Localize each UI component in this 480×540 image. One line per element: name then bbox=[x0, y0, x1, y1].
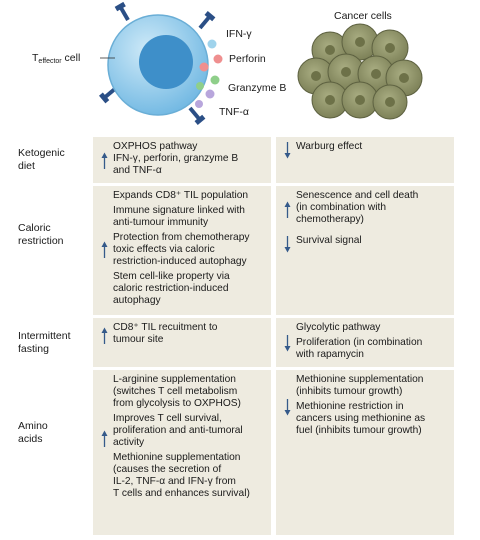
granzyme-b-label: Granzyme B bbox=[228, 82, 287, 94]
illustration-svg bbox=[98, 1, 423, 126]
down-arrow-icon bbox=[284, 335, 291, 352]
up-arrow-icon bbox=[101, 241, 108, 258]
row-label: Intermittent fasting bbox=[18, 330, 71, 355]
granzyme-dot bbox=[210, 75, 220, 85]
right-effect-text: Senescence and cell death (in combinatio… bbox=[296, 190, 419, 225]
tnf-alpha-dot-2 bbox=[195, 100, 203, 108]
up-arrow-icon bbox=[101, 327, 108, 344]
perforin-label: Perforin bbox=[229, 53, 266, 65]
t-cell-label: Teffector cell bbox=[32, 52, 81, 65]
left-effect-text: Methionine supplementation (causes the s… bbox=[113, 452, 250, 499]
row-label: Caloric restriction bbox=[18, 222, 64, 247]
cancer-cell-nuclei bbox=[311, 37, 409, 107]
left-effect-text: Improves T cell survival, proliferation … bbox=[113, 413, 243, 448]
right-effect-text: Glycolytic pathway bbox=[296, 322, 381, 333]
up-arrow-icon bbox=[101, 152, 108, 169]
left-effect-text: Expands CD8⁺ TIL population bbox=[113, 190, 249, 201]
t-cell-effects-panel bbox=[93, 137, 271, 183]
cancer-effects-panel bbox=[276, 137, 454, 183]
ifn-gamma-label: IFN-γ bbox=[226, 28, 252, 40]
left-effect-text: L-arginine supplementation (switches T c… bbox=[113, 374, 241, 409]
cancer-effects-panel bbox=[276, 186, 454, 315]
down-arrow-icon bbox=[284, 142, 291, 159]
left-effect-text: Immune signature linked with anti-tumour… bbox=[113, 205, 245, 228]
left-effect-text: CD8⁺ TIL recuitment to tumour site bbox=[113, 322, 218, 345]
tnf-alpha-dot bbox=[205, 89, 215, 99]
right-effect-text: Methionine restriction in cancers using … bbox=[296, 401, 426, 436]
right-effect-text: Proliferation (in combination with rapam… bbox=[296, 337, 423, 360]
ifn-gamma-dot bbox=[207, 39, 217, 49]
t-cell-effects-panel bbox=[93, 186, 271, 315]
left-effect-text: OXPHOS pathway IFN-γ, perforin, granzyme… bbox=[113, 141, 239, 176]
t-cell-effects-panel bbox=[93, 318, 271, 367]
t-cell-effects-panel bbox=[93, 370, 271, 535]
right-effect-text: Methionine supplementation (inhibits tum… bbox=[296, 374, 424, 397]
perforin-dot-1 bbox=[213, 54, 223, 64]
tnf-alpha-label: TNF-α bbox=[219, 106, 249, 118]
right-effect-text: Survival signal bbox=[296, 235, 362, 246]
down-arrow-icon bbox=[284, 399, 291, 416]
t-cell-nucleus bbox=[139, 35, 193, 89]
green-dot-2 bbox=[196, 82, 204, 90]
up-arrow-icon bbox=[101, 430, 108, 447]
cancer-cells-label: Cancer cells bbox=[334, 10, 392, 22]
cancer-effects-panel bbox=[276, 318, 454, 367]
up-arrow-icon bbox=[284, 201, 291, 218]
receptor-icon bbox=[198, 10, 216, 30]
receptor-icon bbox=[188, 106, 206, 126]
row-label: Amino acids bbox=[18, 420, 48, 445]
left-effect-text: Protection from chemotherapy toxic effec… bbox=[113, 232, 250, 267]
left-effect-text: Stem cell-like property via caloric rest… bbox=[113, 271, 230, 306]
cancer-effects-panel bbox=[276, 370, 454, 535]
row-label: Ketogenic diet bbox=[18, 147, 65, 172]
right-effect-text: Warburg effect bbox=[296, 141, 363, 152]
down-arrow-icon bbox=[284, 236, 291, 253]
perforin-dot-2 bbox=[199, 62, 209, 72]
receptor-icon bbox=[114, 1, 130, 21]
